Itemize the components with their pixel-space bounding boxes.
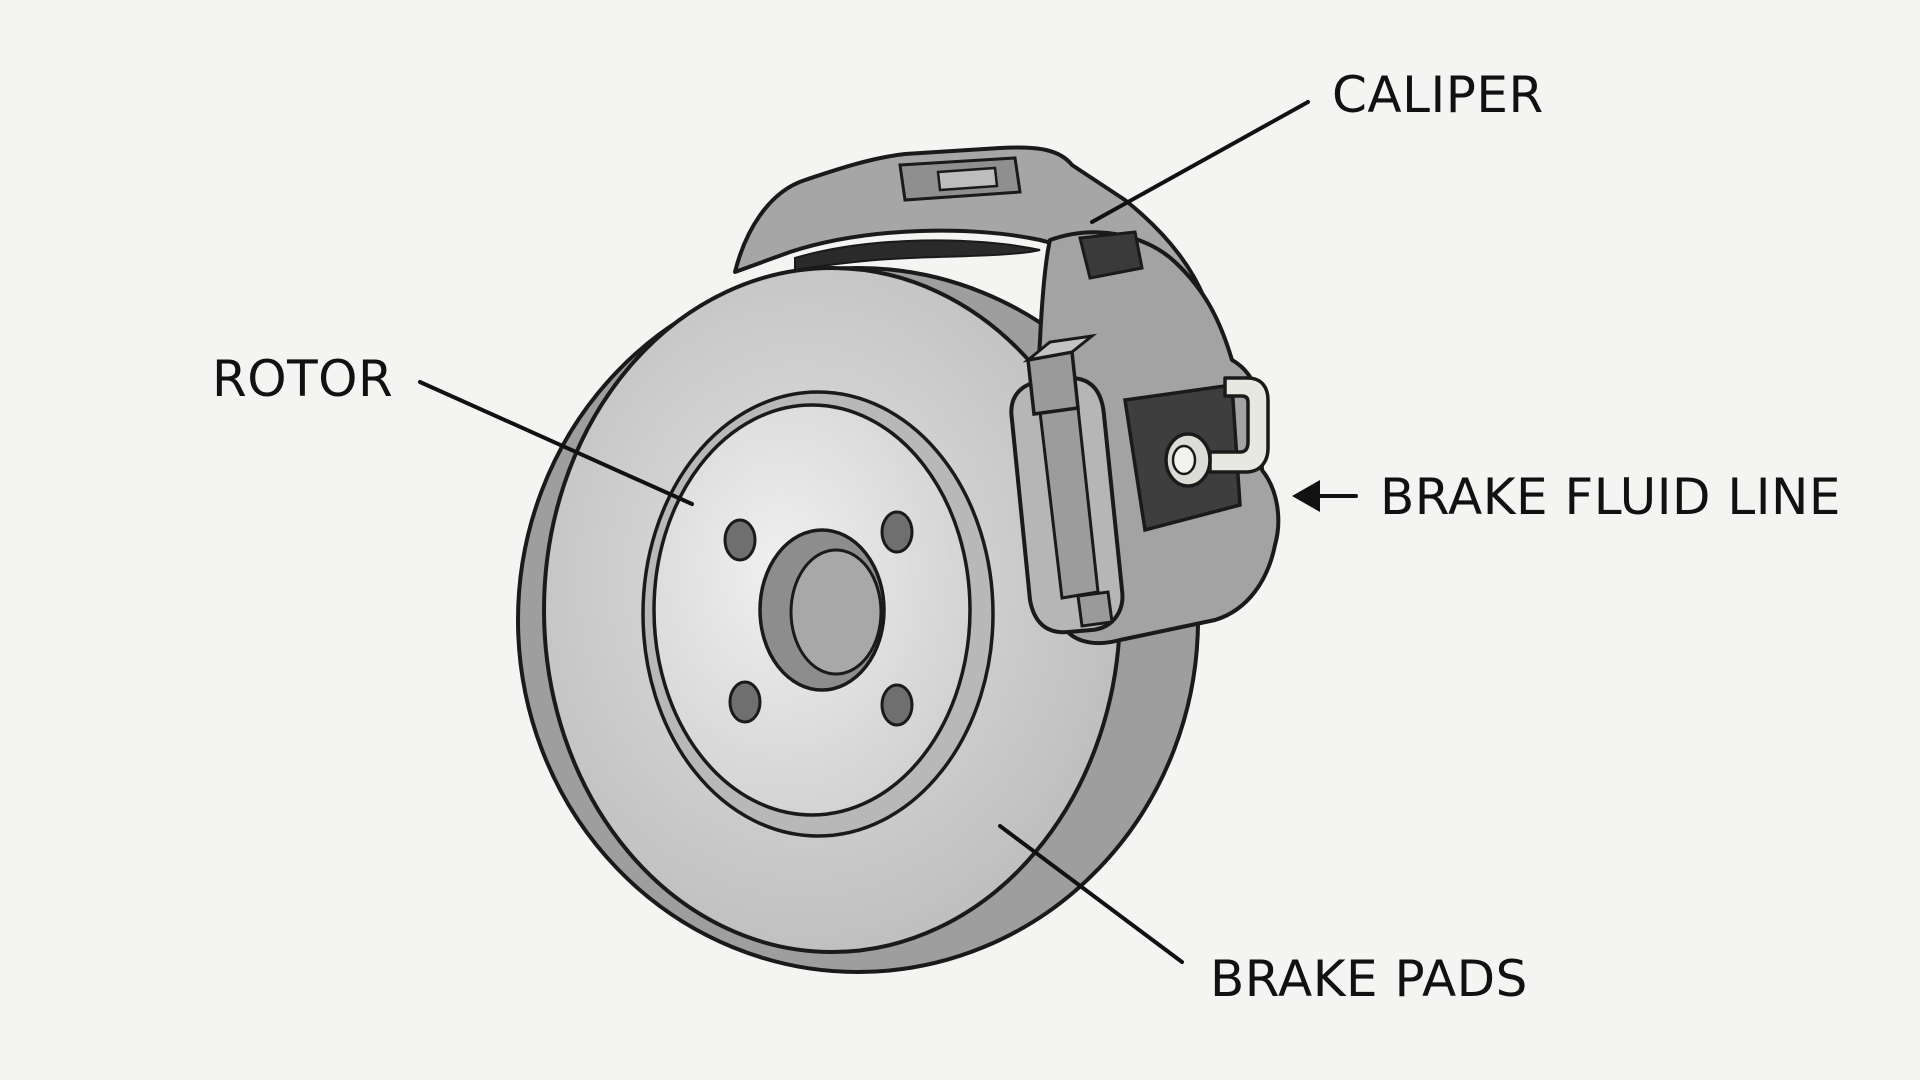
leader-lines bbox=[418, 100, 1358, 964]
brake-fluid-line-label: BRAKE FLUID LINE bbox=[1380, 468, 1841, 526]
caliper-bridge bbox=[733, 145, 1207, 320]
lug-hole bbox=[880, 683, 914, 727]
fluid-line-fitting bbox=[1164, 376, 1270, 488]
lug-hole bbox=[880, 510, 914, 554]
fluid-fitting-nut-face bbox=[1171, 444, 1197, 476]
caliper-top-boss-detail bbox=[936, 166, 999, 192]
brake-pads-leader-line bbox=[998, 824, 1184, 964]
arrow-left-icon bbox=[1292, 480, 1358, 512]
rotor-label: ROTOR bbox=[212, 350, 393, 408]
rotor-leader-line bbox=[418, 380, 694, 506]
caliper-leader-line bbox=[1090, 100, 1310, 224]
brake-pad bbox=[1009, 333, 1125, 635]
caliper-label: CALIPER bbox=[1332, 66, 1544, 124]
caliper-guide-pin-bottom bbox=[1076, 590, 1114, 628]
lug-hole bbox=[723, 518, 757, 562]
hub-center-bore-inner bbox=[789, 548, 883, 676]
caliper-guide-pin-top-cap bbox=[1022, 333, 1098, 363]
caliper-top-window bbox=[1078, 230, 1144, 280]
lug-hole bbox=[728, 680, 762, 724]
brake-pads-label: BRAKE PADS bbox=[1210, 950, 1528, 1008]
caliper-guide-pin-top bbox=[1026, 349, 1080, 416]
caliper-slot bbox=[794, 239, 1041, 272]
